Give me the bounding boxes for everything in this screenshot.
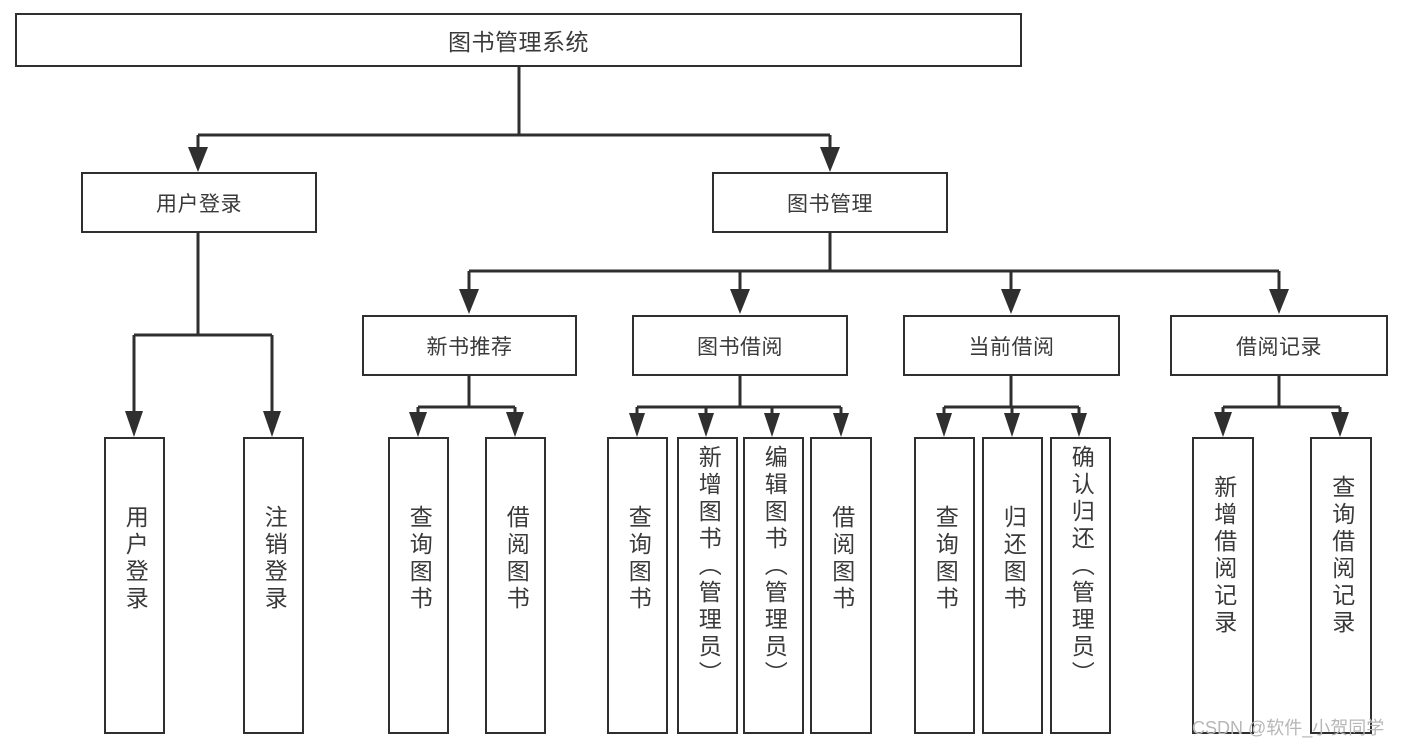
node-leaf-user-login-label: 用户登录 xyxy=(122,505,149,613)
node-leaf-br-query-record[interactable]: 查询借阅记录 xyxy=(1310,437,1372,734)
node-user-login-label: 用户登录 xyxy=(156,192,242,216)
arrowhead-leaf-cb-2 xyxy=(1004,413,1020,437)
arrowhead-user-login xyxy=(188,147,208,172)
node-current-borrow[interactable]: 当前借阅 xyxy=(903,315,1120,376)
node-leaf-cb-confirm-return-label: 确认归还（管理员） xyxy=(1068,445,1095,688)
arrowhead-leaf-bb-2 xyxy=(698,413,714,437)
arrowhead-borrow-record xyxy=(1269,289,1289,314)
node-leaf-cb-query-book-label: 查询图书 xyxy=(932,505,959,613)
node-leaf-bb-borrow-book[interactable]: 借阅图书 xyxy=(810,437,872,734)
node-leaf-logout-label: 注销登录 xyxy=(261,505,288,613)
node-leaf-br-query-record-label: 查询借阅记录 xyxy=(1328,475,1355,637)
node-leaf-bb-query-book-label: 查询图书 xyxy=(625,505,652,613)
arrowhead-leaf-br-1 xyxy=(1214,412,1232,437)
node-leaf-cb-confirm-return[interactable]: 确认归还（管理员） xyxy=(1050,437,1111,734)
node-leaf-cb-query-book[interactable]: 查询图书 xyxy=(914,437,975,734)
arrowhead-leaf-nb-1 xyxy=(409,412,427,437)
arrowhead-leaf-user-login xyxy=(125,411,143,437)
node-leaf-bb-edit-book-label: 编辑图书（管理员） xyxy=(761,445,788,688)
node-current-borrow-label: 当前借阅 xyxy=(968,335,1055,359)
node-leaf-bb-add-book-label: 新增图书（管理员） xyxy=(695,445,722,688)
node-leaf-bb-query-book[interactable]: 查询图书 xyxy=(607,437,668,734)
arrowhead-leaf-br-2 xyxy=(1331,412,1349,437)
arrowhead-leaf-cb-1 xyxy=(936,413,952,437)
arrowhead-leaf-bb-4 xyxy=(833,413,849,437)
arrowhead-leaf-cb-3 xyxy=(1071,413,1087,437)
node-user-login[interactable]: 用户登录 xyxy=(81,172,317,233)
node-leaf-nb-borrow-book[interactable]: 借阅图书 xyxy=(485,437,546,734)
node-book-borrow[interactable]: 图书借阅 xyxy=(632,315,848,376)
node-leaf-cb-return-book[interactable]: 归还图书 xyxy=(982,437,1043,734)
node-borrow-record[interactable]: 借阅记录 xyxy=(1170,315,1388,376)
node-book-manage[interactable]: 图书管理 xyxy=(712,172,948,233)
node-leaf-bb-borrow-book-label: 借阅图书 xyxy=(828,505,855,613)
arrowhead-book-manage xyxy=(820,147,840,172)
node-leaf-br-add-record-label: 新增借阅记录 xyxy=(1210,475,1237,637)
arrowheads xyxy=(125,147,1349,437)
watermark: CSDN @软件_小贺同学 xyxy=(1192,718,1385,738)
arrowhead-new-book xyxy=(459,289,479,314)
node-book-borrow-label: 图书借阅 xyxy=(697,335,783,359)
arrowhead-leaf-bb-3 xyxy=(764,413,780,437)
arrowhead-current-borrow xyxy=(1001,289,1021,314)
node-leaf-nb-query-book-label: 查询图书 xyxy=(406,505,433,613)
node-leaf-user-login[interactable]: 用户登录 xyxy=(104,437,165,734)
node-new-book-recommend-label: 新书推荐 xyxy=(426,335,513,359)
node-borrow-record-label: 借阅记录 xyxy=(1236,335,1322,359)
node-leaf-bb-edit-book[interactable]: 编辑图书（管理员） xyxy=(743,437,804,734)
arrowhead-leaf-bb-1 xyxy=(629,413,645,437)
arrowhead-leaf-nb-2 xyxy=(506,412,524,437)
node-new-book-recommend[interactable]: 新书推荐 xyxy=(362,315,577,376)
node-leaf-br-add-record[interactable]: 新增借阅记录 xyxy=(1192,437,1254,734)
node-leaf-cb-return-book-label: 归还图书 xyxy=(1000,505,1027,613)
node-root[interactable]: 图书管理系统 xyxy=(15,13,1022,67)
node-root-label: 图书管理系统 xyxy=(448,29,589,55)
node-leaf-bb-add-book[interactable]: 新增图书（管理员） xyxy=(677,437,738,734)
arrowhead-book-borrow xyxy=(730,289,750,314)
node-leaf-nb-borrow-book-label: 借阅图书 xyxy=(503,505,530,613)
arrowhead-leaf-logout xyxy=(263,411,281,437)
node-leaf-nb-query-book[interactable]: 查询图书 xyxy=(388,437,449,734)
node-book-manage-label: 图书管理 xyxy=(787,192,873,216)
node-leaf-logout[interactable]: 注销登录 xyxy=(243,437,304,734)
